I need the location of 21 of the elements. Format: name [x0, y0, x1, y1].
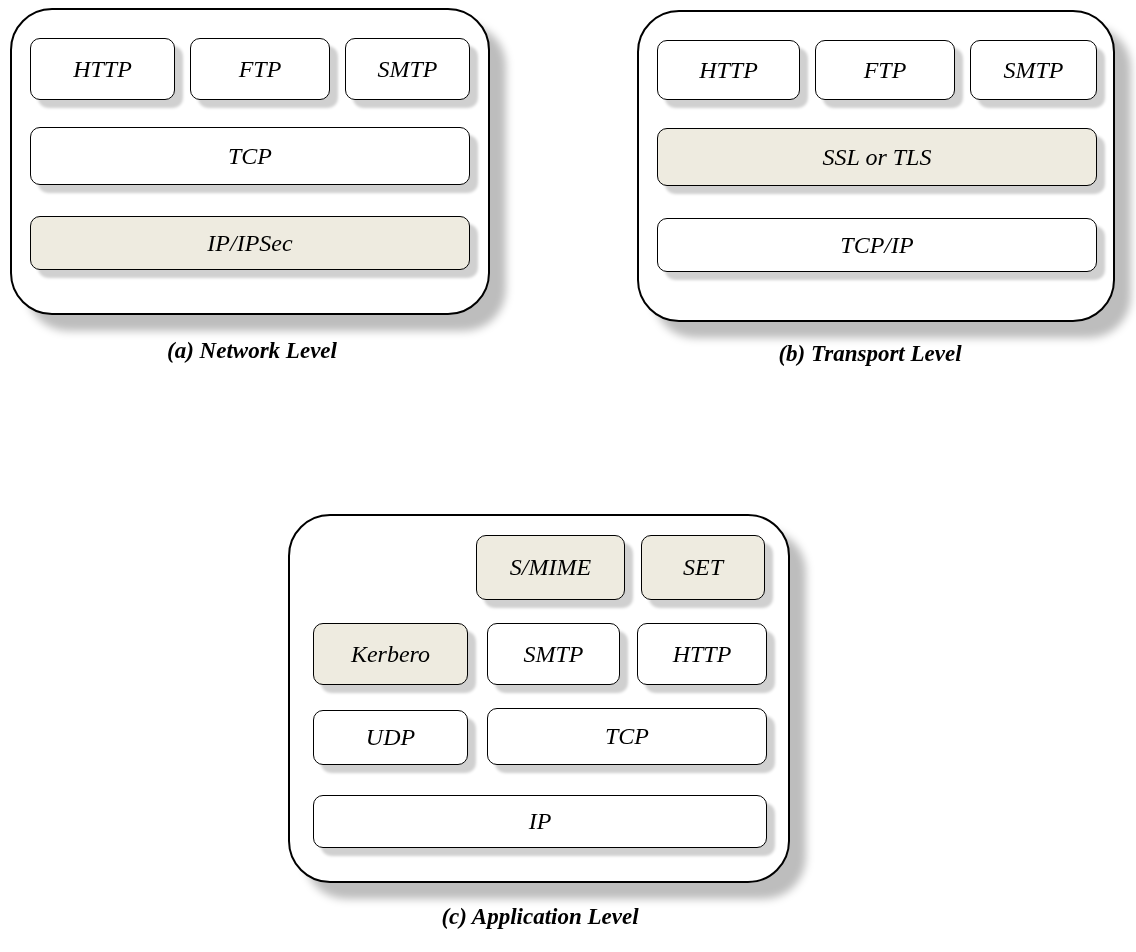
protocol-layer: SMTP [345, 38, 470, 100]
protocol-layer: HTTP [30, 38, 175, 100]
protocol-layer: SMTP [487, 623, 620, 685]
protocol-layer: TCP [30, 127, 470, 185]
protocol-layer: UDP [313, 710, 468, 765]
protocol-layer: FTP [815, 40, 955, 100]
panel-caption: (b) Transport Level [778, 341, 962, 367]
protocol-layer: Kerbero [313, 623, 468, 685]
protocol-layer: FTP [190, 38, 330, 100]
protocol-layer: IP [313, 795, 767, 848]
protocol-layer: S/MIME [476, 535, 625, 600]
protocol-layer: SMTP [970, 40, 1097, 100]
protocol-layer: TCP/IP [657, 218, 1097, 272]
protocol-layer: SET [641, 535, 765, 600]
protocol-layer: HTTP [637, 623, 767, 685]
panel-caption: (a) Network Level [167, 338, 337, 364]
protocol-layer: HTTP [657, 40, 800, 100]
panel-caption: (c) Application Level [441, 904, 639, 930]
protocol-layer: TCP [487, 708, 767, 765]
protocol-layer: SSL or TLS [657, 128, 1097, 186]
protocol-layer: IP/IPSec [30, 216, 470, 270]
